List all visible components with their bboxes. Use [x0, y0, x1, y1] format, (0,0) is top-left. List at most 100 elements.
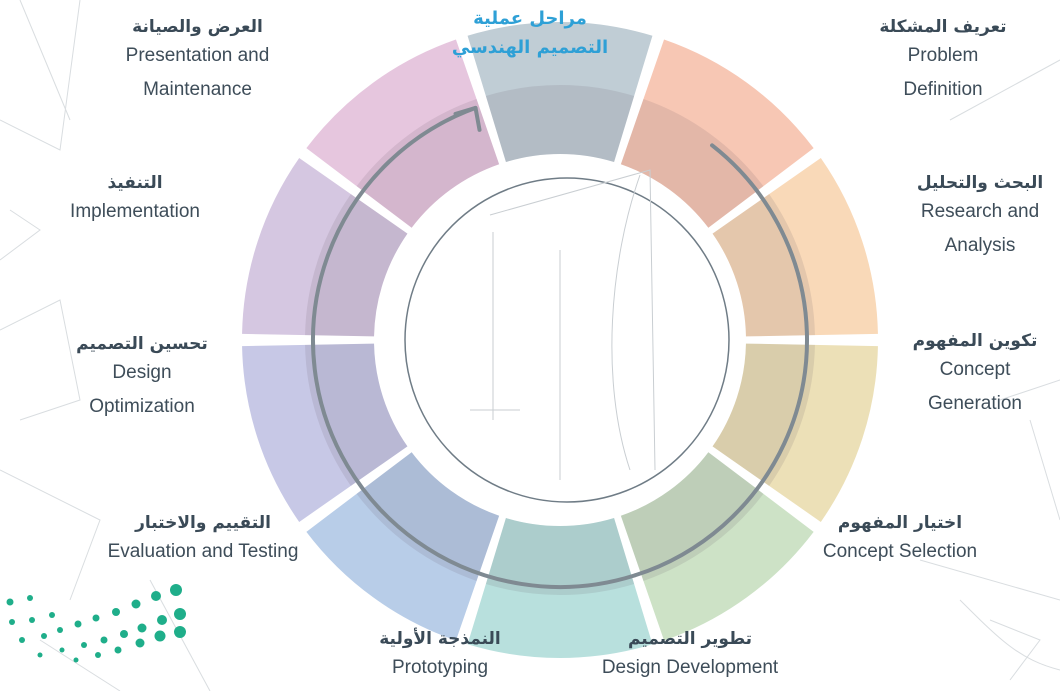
title-line-1: مراحل عملية	[473, 8, 587, 29]
stage-segment	[467, 21, 653, 163]
logo-dot	[154, 630, 166, 642]
stage-segment-outer	[712, 158, 878, 337]
stage-en-label: Research and	[920, 201, 1040, 222]
logo-dot	[174, 608, 186, 620]
cycle-arrow-line	[311, 105, 809, 589]
stage-ar-label: العرض والصيانة	[132, 17, 263, 37]
stage-en-label: Presentation and	[125, 45, 270, 66]
logo-dot	[6, 598, 14, 606]
logo-dot	[57, 627, 63, 633]
stage-en-label: Evaluation and Testing	[107, 541, 299, 562]
logo-dot	[157, 615, 167, 625]
stage-segment-outer	[712, 343, 878, 522]
stage-segment-inner	[485, 85, 635, 163]
background-line	[949, 59, 1060, 121]
label-research-analysis: البحث والتحليل Research and Analysis	[900, 172, 1060, 264]
stage-segment-outer	[306, 452, 500, 641]
label-implementation: التنفيذ Implementation	[45, 172, 225, 230]
stage-en-label: Design	[112, 362, 172, 383]
stage-segment	[242, 343, 408, 522]
center-circle	[404, 177, 730, 503]
stage-ar-label: تحسين التصميم	[76, 334, 208, 354]
logo-dot	[170, 584, 182, 596]
logo-dot	[29, 617, 35, 623]
background-line	[0, 299, 81, 421]
logo-dot	[37, 652, 43, 658]
logo-dot	[19, 637, 25, 643]
stage-en-label-2: Maintenance	[143, 79, 252, 100]
logo-dot	[74, 620, 82, 628]
stage-ar-label: تطوير التصميم	[627, 629, 753, 649]
center-sketch	[470, 169, 656, 480]
label-problem-definition: تعريف المشكلة Problem Definition	[868, 16, 1018, 108]
logo-dot	[135, 638, 145, 648]
stage-ar-label: التقييم والاختبار	[135, 513, 271, 533]
stage-segment-inner	[712, 194, 815, 337]
stage-ar-label: التنفيذ	[107, 173, 163, 193]
background-line	[989, 619, 1041, 681]
stage-segment	[620, 452, 814, 641]
stage-segment-outer	[242, 343, 408, 522]
stage-en-label: Problem	[907, 45, 979, 66]
stage-segment-outer	[620, 452, 814, 641]
background-line	[39, 639, 121, 691]
stage-segment-outer	[467, 21, 653, 163]
stage-en-label-2: Generation	[927, 393, 1022, 414]
stage-en-label-2: Analysis	[944, 235, 1016, 256]
logo-dots	[6, 584, 186, 663]
stage-segment	[620, 39, 814, 228]
logo-dot	[95, 652, 101, 658]
background-line	[919, 559, 1060, 601]
background-line	[0, 209, 41, 261]
logo-dot	[120, 630, 128, 638]
stage-en-label: Concept	[939, 359, 1011, 380]
logo-dot	[59, 647, 65, 653]
background-line	[0, 469, 101, 601]
stage-segment-outer	[306, 39, 500, 228]
logo-dot	[114, 646, 122, 654]
background-line	[1029, 419, 1060, 521]
stage-en-label-2: Optimization	[89, 396, 195, 417]
label-concept-selection: اختيار المفهوم Concept Selection	[800, 512, 1000, 570]
stage-ring	[242, 21, 878, 658]
background-line	[0, 0, 81, 151]
stage-segment	[712, 158, 878, 337]
logo-dot	[81, 642, 87, 648]
stage-segment	[306, 452, 500, 641]
logo-dot	[41, 633, 47, 639]
stage-segment	[712, 343, 878, 522]
stage-segment	[306, 39, 500, 228]
logo-dot	[27, 595, 33, 601]
stage-segment-inner	[712, 343, 815, 486]
label-design-optimization: تحسين التصميم Design Optimization	[62, 333, 222, 425]
background-line	[999, 379, 1060, 401]
stage-segment-inner	[356, 99, 500, 228]
diagram-title: مراحل عملية التصميم الهندسي	[440, 4, 620, 62]
stage-segment-outer	[620, 39, 814, 228]
logo-dot	[9, 619, 15, 625]
stage-ar-label: تكوين المفهوم	[912, 331, 1038, 351]
background-line	[19, 0, 71, 121]
logo-dot	[112, 608, 120, 616]
stage-en-label: Concept Selection	[822, 541, 978, 562]
label-concept-generation: تكوين المفهوم Concept Generation	[900, 330, 1050, 422]
stage-en-label-2: Definition	[903, 79, 983, 100]
stage-ar-label: النمذجة الأولية	[379, 629, 501, 649]
title-line-2: التصميم الهندسي	[451, 37, 609, 58]
cycle-arrow	[311, 105, 809, 589]
label-presentation-maintenance: العرض والصيانة Presentation and Maintena…	[100, 16, 295, 108]
logo-dot	[131, 599, 141, 609]
stage-ar-label: البحث والتحليل	[916, 173, 1044, 193]
stage-segment	[242, 158, 408, 337]
stage-segment-inner	[620, 99, 764, 228]
stage-ar-label: اختيار المفهوم	[837, 513, 963, 533]
background-line	[959, 599, 1060, 671]
stage-en-label: Prototyping	[391, 657, 489, 678]
stage-en-label: Implementation	[70, 201, 200, 222]
logo-dot	[92, 614, 100, 622]
stage-en-label: Design Development	[601, 657, 779, 678]
stage-ar-label: تعريف المشكلة	[879, 17, 1007, 37]
logo-dot	[49, 612, 55, 618]
logo-dot	[174, 626, 186, 638]
